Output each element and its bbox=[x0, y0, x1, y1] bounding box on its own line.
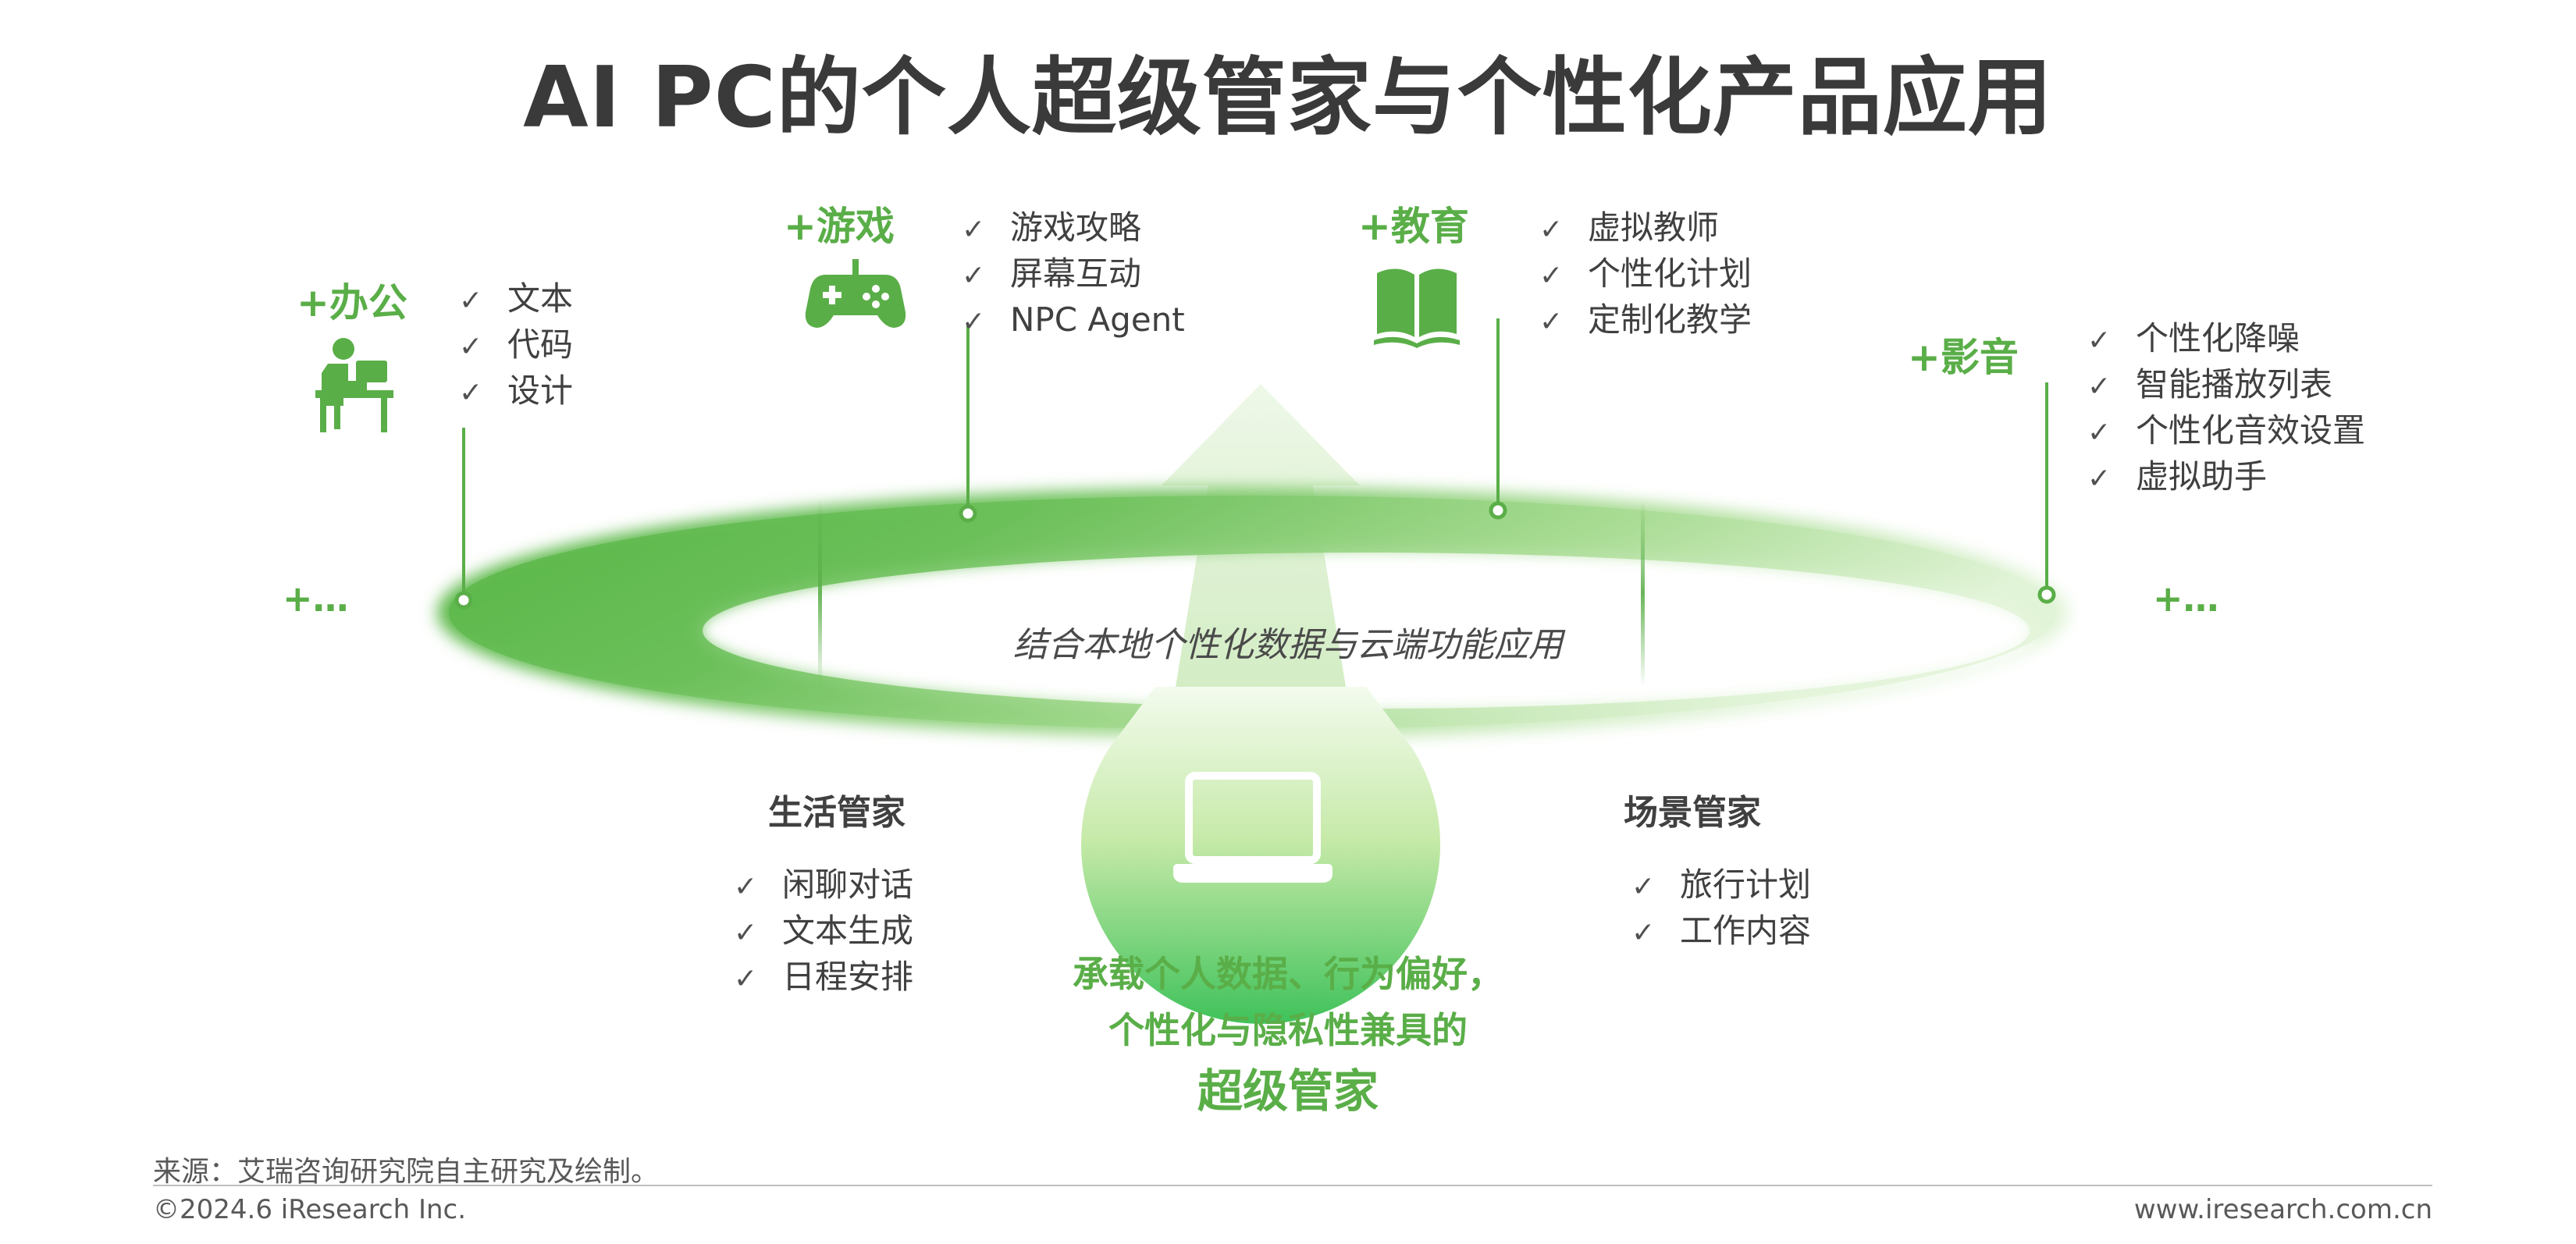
scene-manager-list: ✓旅行计划 ✓工作内容 bbox=[1631, 862, 1811, 954]
category-education-list: ✓虚拟教师 ✓个性化计划 ✓定制化教学 bbox=[1539, 204, 1752, 343]
ring-label: 结合本地个性化数据与云端功能应用 bbox=[1013, 625, 1563, 665]
list-item: ✓旅行计划 bbox=[1631, 862, 1811, 908]
footer-source: 来源：艾瑞咨询研究院自主研究及绘制。 bbox=[153, 1156, 660, 1188]
category-office-list: ✓文本 ✓代码 ✓设计 bbox=[459, 275, 573, 414]
drop-shape bbox=[1081, 687, 1440, 1024]
list-item: ✓个性化音效设置 bbox=[2087, 407, 2365, 453]
list-item: ✓虚拟助手 bbox=[2087, 453, 2365, 499]
more-label-left: +… bbox=[283, 578, 349, 620]
list-item: ✓日程安排 bbox=[734, 954, 913, 1000]
category-game-label: +游戏 bbox=[784, 204, 895, 249]
check-icon: ✓ bbox=[1631, 917, 1656, 949]
page-title: AI PC的个人超级管家与个性化产品应用 bbox=[523, 49, 2053, 147]
center-caption: 承载个人数据、行为偏好， 个性化与隐私性兼具的 超级管家 bbox=[781, 946, 1795, 1124]
gamepad-icon bbox=[805, 259, 906, 328]
check-icon: ✓ bbox=[2087, 325, 2112, 357]
footer-copyright: ©2024.6 iResearch Inc. bbox=[153, 1194, 467, 1225]
center-caption-line3: 超级管家 bbox=[1197, 1065, 1379, 1118]
check-icon: ✓ bbox=[734, 917, 758, 949]
category-media-list: ✓个性化降噪 ✓智能播放列表 ✓个性化音效设置 ✓虚拟助手 bbox=[2087, 315, 2365, 499]
check-icon: ✓ bbox=[459, 285, 483, 317]
scene-manager-title: 场景管家 bbox=[1624, 793, 1761, 833]
center-caption-line1: 承载个人数据、行为偏好， bbox=[1073, 953, 1503, 995]
life-manager-list: ✓闲聊对话 ✓文本生成 ✓日程安排 bbox=[734, 862, 913, 1000]
connection-dots bbox=[454, 501, 2056, 610]
check-icon: ✓ bbox=[2087, 371, 2112, 403]
list-item: ✓游戏攻略 bbox=[962, 204, 1185, 251]
list-item: ✓设计 bbox=[459, 368, 573, 414]
check-icon: ✓ bbox=[734, 963, 758, 995]
footer-url: www.iresearch.com.cn bbox=[2133, 1194, 2432, 1225]
check-icon: ✓ bbox=[2087, 463, 2112, 495]
check-icon: ✓ bbox=[459, 331, 483, 363]
list-item: ✓定制化教学 bbox=[1539, 297, 1752, 343]
life-manager-title: 生活管家 bbox=[768, 793, 906, 833]
check-icon: ✓ bbox=[962, 214, 986, 246]
list-item: ✓工作内容 bbox=[1631, 908, 1811, 954]
list-item: ✓闲聊对话 bbox=[734, 862, 913, 908]
center-caption-line2: 个性化与隐私性兼具的 bbox=[1108, 1009, 1468, 1051]
list-item: ✓个性化计划 bbox=[1539, 251, 1752, 297]
list-item: ✓NPC Agent bbox=[962, 297, 1185, 343]
list-item: ✓智能播放列表 bbox=[2087, 361, 2365, 407]
check-icon: ✓ bbox=[962, 306, 986, 338]
check-icon: ✓ bbox=[1539, 306, 1564, 338]
list-item: ✓代码 bbox=[459, 322, 573, 368]
category-media-label: +影音 bbox=[1908, 335, 2019, 380]
list-item: ✓文本生成 bbox=[734, 908, 913, 954]
check-icon: ✓ bbox=[459, 377, 483, 409]
check-icon: ✓ bbox=[734, 871, 758, 903]
more-label-right: +… bbox=[2153, 578, 2219, 620]
check-icon: ✓ bbox=[1539, 260, 1564, 292]
check-icon: ✓ bbox=[1539, 214, 1564, 246]
category-education-label: +教育 bbox=[1358, 204, 1469, 249]
list-item: ✓文本 bbox=[459, 275, 573, 322]
footer-divider bbox=[153, 1185, 2432, 1186]
check-icon: ✓ bbox=[2087, 417, 2112, 449]
check-icon: ✓ bbox=[1631, 871, 1656, 903]
list-item: ✓虚拟教师 bbox=[1539, 204, 1752, 251]
list-item: ✓个性化降噪 bbox=[2087, 315, 2365, 361]
office-worker-icon bbox=[315, 338, 393, 432]
check-icon: ✓ bbox=[962, 260, 986, 292]
laptop-icon bbox=[1173, 772, 1332, 883]
open-book-icon bbox=[1374, 268, 1460, 348]
category-office-label: +办公 bbox=[297, 280, 407, 325]
category-game-list: ✓游戏攻略 ✓屏幕互动 ✓NPC Agent bbox=[962, 204, 1185, 343]
list-item: ✓屏幕互动 bbox=[962, 251, 1185, 297]
